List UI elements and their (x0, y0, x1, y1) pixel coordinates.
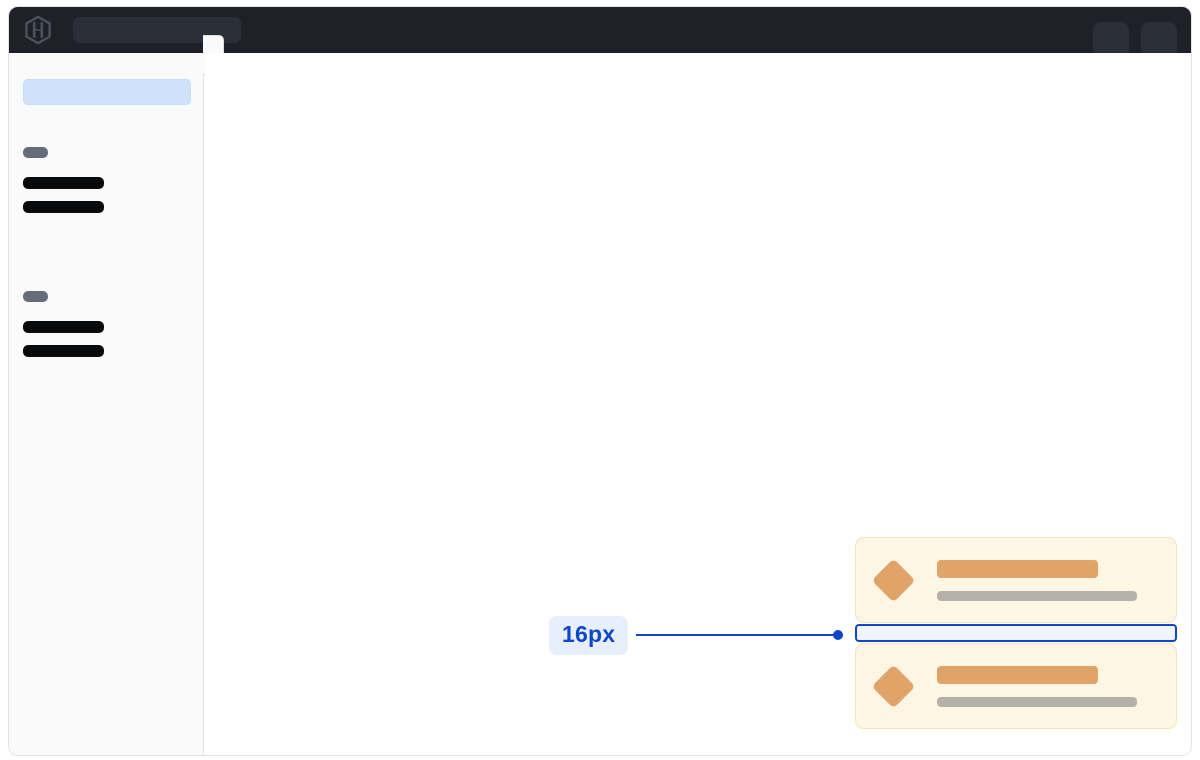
spacing-gap-highlight (855, 624, 1177, 642)
card-title (937, 665, 1098, 684)
header-actions (1093, 7, 1177, 53)
content-card[interactable] (855, 643, 1177, 729)
sidebar-group-2 (23, 291, 191, 357)
sidebar-item-2[interactable] (23, 201, 104, 213)
header-action-button-2[interactable] (1141, 22, 1177, 53)
card-stack (855, 537, 1177, 729)
sidebar-group-label (23, 291, 48, 302)
sidebar (9, 53, 204, 755)
content-card[interactable] (855, 537, 1177, 623)
diamond-icon (871, 664, 916, 708)
main-content: 16px (205, 53, 1191, 755)
card-text-lines (937, 665, 1160, 707)
card-subtitle (937, 696, 1137, 707)
header-action-button-1[interactable] (1093, 22, 1129, 53)
sidebar-group-label (23, 147, 48, 158)
hexagon-h-logo-icon[interactable] (25, 16, 51, 44)
spacing-measurement-callout: 16px (549, 615, 844, 655)
measure-endpoint-dot (833, 630, 844, 640)
app-header (9, 7, 1191, 53)
sidebar-search-input[interactable] (23, 79, 191, 105)
sidebar-item-3[interactable] (23, 321, 104, 333)
sidebar-group-1 (23, 147, 191, 213)
card-subtitle (937, 590, 1137, 601)
sidebar-item-1[interactable] (23, 177, 104, 189)
measure-leader-line (636, 634, 835, 636)
card-title (937, 559, 1098, 578)
sidebar-item-4[interactable] (23, 345, 104, 357)
diamond-icon (871, 558, 916, 602)
card-text-lines (937, 559, 1160, 601)
app-window: 16px (8, 6, 1192, 756)
spacing-value-badge: 16px (549, 615, 629, 655)
